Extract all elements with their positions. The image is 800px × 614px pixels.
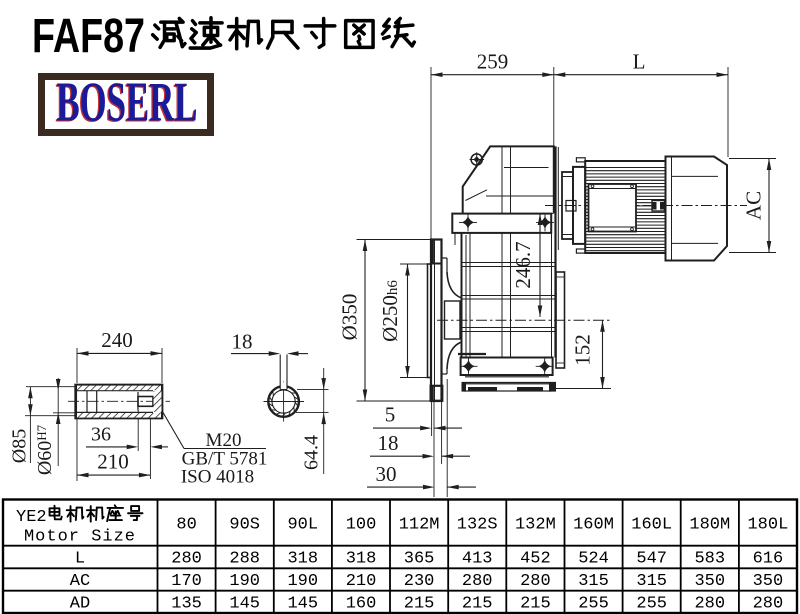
svg-text:190: 190 xyxy=(229,572,260,591)
svg-text:Ø350: Ø350 xyxy=(338,294,362,341)
svg-text:215: 215 xyxy=(520,595,551,614)
svg-text:452: 452 xyxy=(520,550,551,569)
svg-text:AD: AD xyxy=(70,595,90,614)
svg-text:Ø85: Ø85 xyxy=(9,429,31,463)
svg-text:BOSERL: BOSERL xyxy=(57,72,198,134)
svg-text:112M: 112M xyxy=(399,516,440,535)
svg-text:583: 583 xyxy=(694,550,725,569)
svg-text:160M: 160M xyxy=(573,516,614,535)
svg-text:BOSERL: BOSERL xyxy=(55,72,196,134)
svg-text:100: 100 xyxy=(346,516,377,535)
svg-text:350: 350 xyxy=(753,572,784,591)
svg-text:152: 152 xyxy=(571,334,595,366)
svg-text:215: 215 xyxy=(462,595,493,614)
svg-text:Ø250h6: Ø250h6 xyxy=(378,280,402,342)
svg-text:365: 365 xyxy=(404,550,435,569)
svg-text:30: 30 xyxy=(376,462,397,486)
svg-text:215: 215 xyxy=(404,595,435,614)
svg-text:240: 240 xyxy=(101,328,133,352)
svg-text:145: 145 xyxy=(229,595,260,614)
svg-text:280: 280 xyxy=(462,572,493,591)
svg-text:350: 350 xyxy=(694,572,725,591)
svg-text:M20: M20 xyxy=(206,430,242,451)
svg-text:288: 288 xyxy=(229,550,260,569)
svg-text:255: 255 xyxy=(636,595,667,614)
svg-text:90L: 90L xyxy=(287,516,318,535)
svg-text:280: 280 xyxy=(694,595,725,614)
svg-text:36: 36 xyxy=(91,424,111,446)
svg-text:132S: 132S xyxy=(457,516,498,535)
svg-text:80: 80 xyxy=(176,516,196,535)
svg-text:230: 230 xyxy=(404,572,435,591)
svg-text:210: 210 xyxy=(346,572,377,591)
svg-text:413: 413 xyxy=(462,550,493,569)
svg-text:90S: 90S xyxy=(229,516,260,535)
svg-text:190: 190 xyxy=(287,572,318,591)
svg-text:64.4: 64.4 xyxy=(301,435,323,470)
svg-text:616: 616 xyxy=(753,550,784,569)
svg-text:18: 18 xyxy=(378,431,399,455)
svg-text:FAF87: FAF87 xyxy=(32,10,145,63)
svg-text:180L: 180L xyxy=(747,516,788,535)
svg-text:210: 210 xyxy=(97,450,129,474)
svg-text:5: 5 xyxy=(385,403,396,427)
svg-text:YE2: YE2 xyxy=(16,508,47,527)
svg-text:ISO 4018: ISO 4018 xyxy=(181,467,254,488)
svg-text:135: 135 xyxy=(171,595,202,614)
svg-text:255: 255 xyxy=(578,595,609,614)
svg-text:318: 318 xyxy=(346,550,377,569)
svg-text:318: 318 xyxy=(287,550,318,569)
svg-text:Ø60H7: Ø60H7 xyxy=(34,424,56,475)
svg-text:170: 170 xyxy=(171,572,202,591)
svg-text:GB/T 5781: GB/T 5781 xyxy=(182,449,268,470)
svg-text:547: 547 xyxy=(636,550,667,569)
svg-text:132M: 132M xyxy=(515,516,556,535)
svg-text:259: 259 xyxy=(477,50,509,74)
svg-text:280: 280 xyxy=(171,550,202,569)
svg-text:160: 160 xyxy=(346,595,377,614)
svg-text:Motor Size: Motor Size xyxy=(24,528,136,547)
svg-text:L: L xyxy=(633,50,646,74)
svg-text:160L: 160L xyxy=(631,516,672,535)
svg-text:L: L xyxy=(75,550,85,569)
svg-text:18: 18 xyxy=(232,330,253,354)
svg-text:145: 145 xyxy=(287,595,318,614)
svg-text:315: 315 xyxy=(578,572,609,591)
svg-text:280: 280 xyxy=(520,572,551,591)
svg-text:AC: AC xyxy=(70,572,90,591)
svg-text:315: 315 xyxy=(636,572,667,591)
svg-text:280: 280 xyxy=(753,595,784,614)
svg-text:246.7: 246.7 xyxy=(511,241,535,288)
svg-text:524: 524 xyxy=(578,550,609,569)
svg-text:180M: 180M xyxy=(689,516,730,535)
